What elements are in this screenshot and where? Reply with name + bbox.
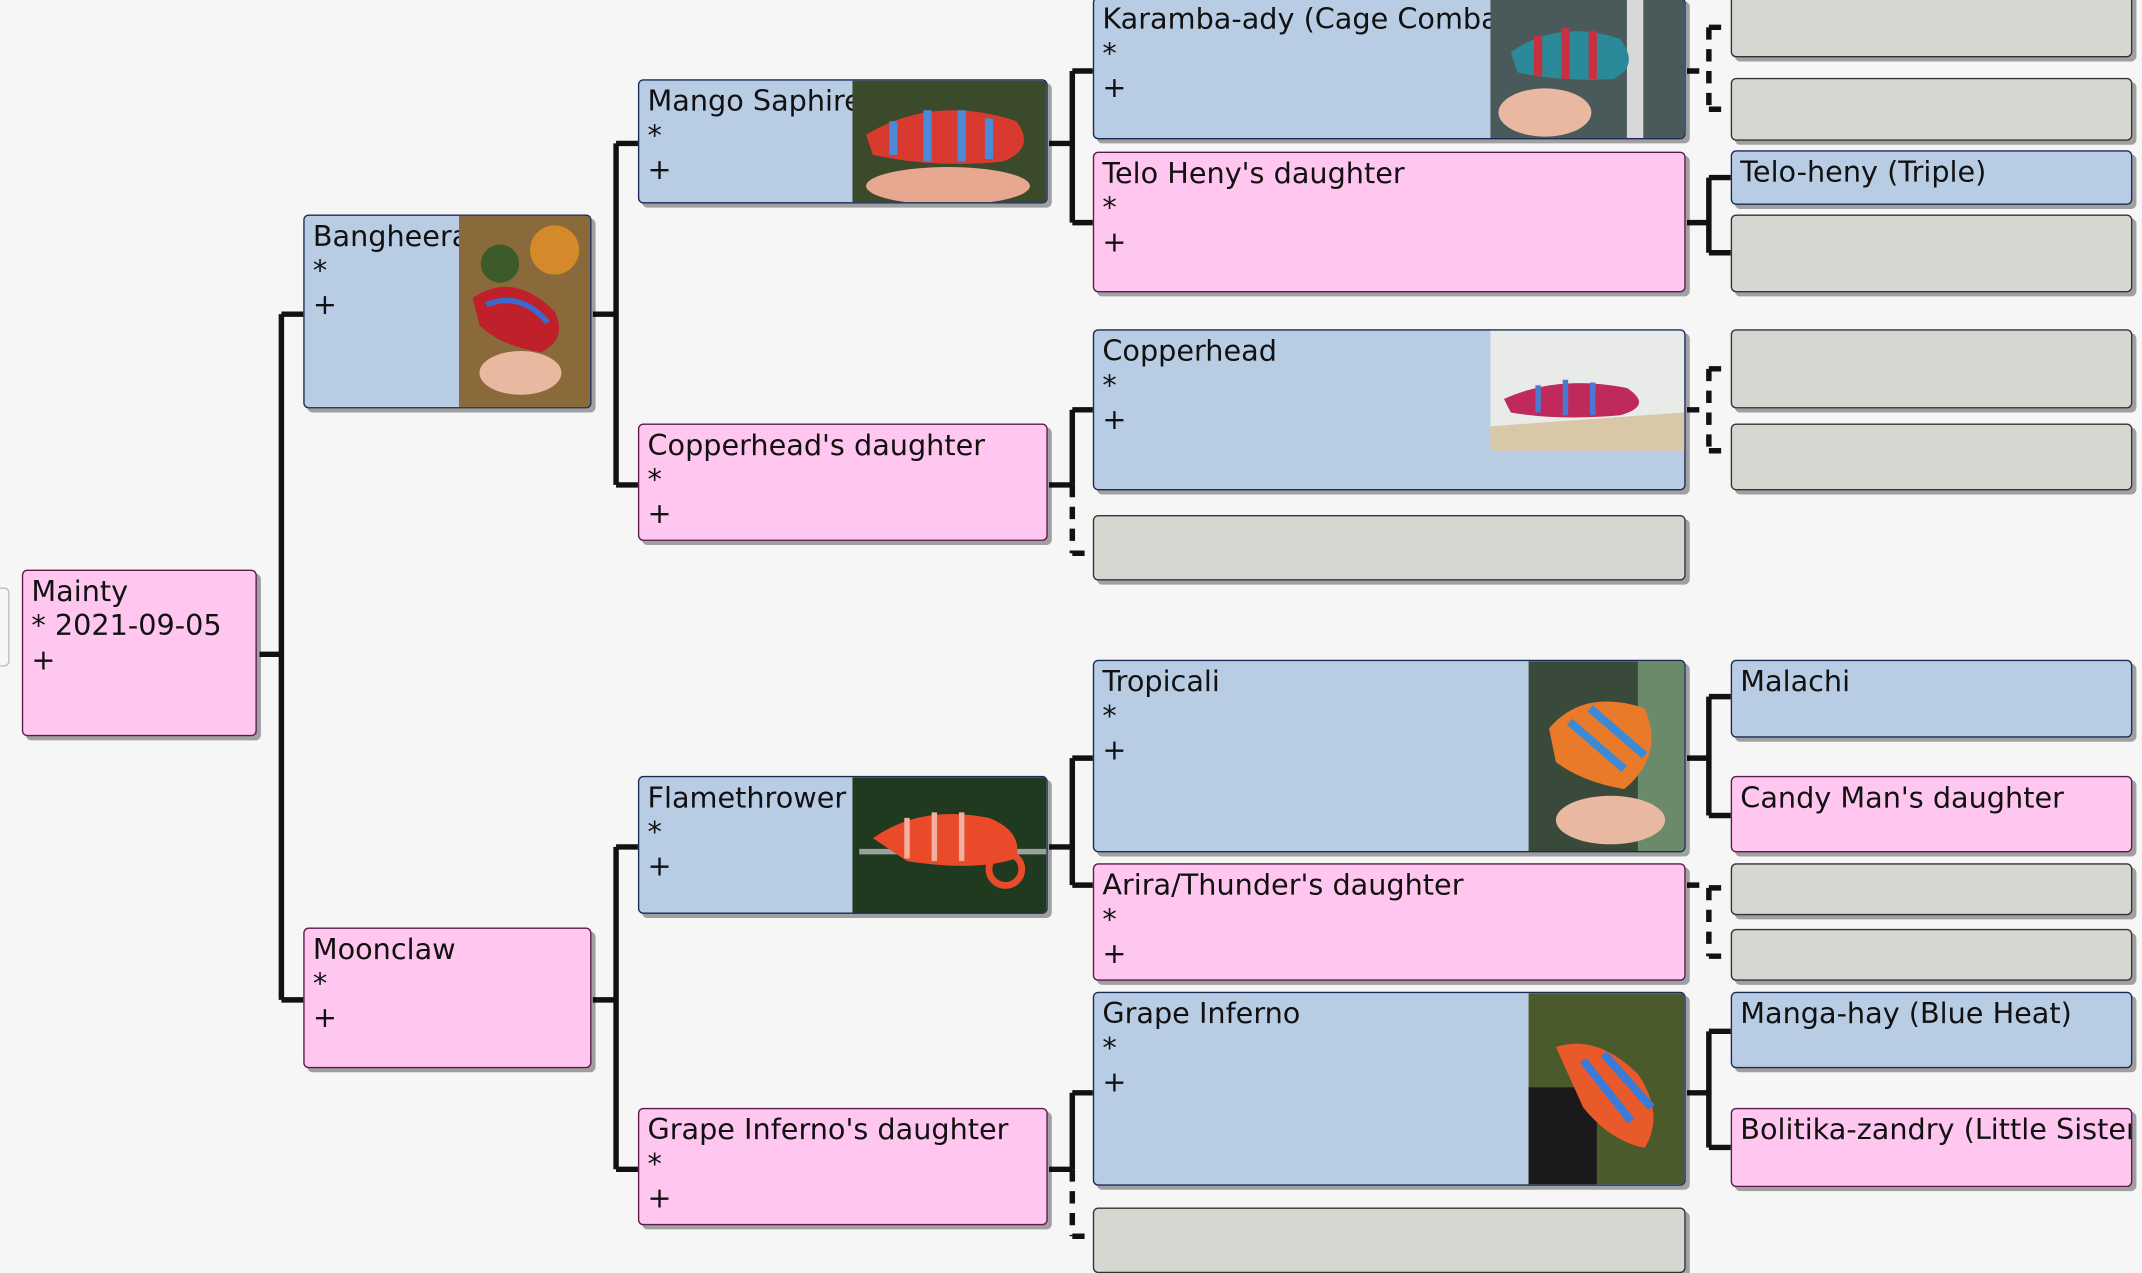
person-name: Mainty [31, 575, 129, 608]
death-date: + [1102, 402, 1127, 436]
person-card-flamethrower[interactable]: Flamethrower*+ [637, 775, 1048, 914]
birth-date: * [1102, 699, 1117, 733]
birth-date: * [1102, 902, 1117, 936]
person-name: Arira/Thunder's daughter [1102, 868, 1464, 902]
person-card-copperhead[interactable]: Copperhead*+ [1092, 329, 1686, 491]
birth-date: * [647, 1147, 662, 1181]
person-name: Mango Saphire [647, 84, 862, 118]
person-name: Telo Heny's daughter [1102, 157, 1405, 190]
chameleon-photo [1490, 330, 1685, 451]
person-name: Grape Inferno [1102, 997, 1301, 1030]
death-date: + [31, 643, 56, 677]
person-name: Candy Man's daughter [1740, 781, 2064, 815]
unknown-parent-slot[interactable] [1730, 77, 2133, 141]
person-card-telo-henys-daughter[interactable]: Telo Heny's daughter*+ [1092, 151, 1686, 293]
person-card-grape-inferno[interactable]: Grape Inferno*+ [1092, 991, 1686, 1186]
person-card-karamba-ady[interactable]: Karamba-ady (Cage Combat)*+ [1092, 0, 1686, 140]
chameleon-photo [458, 215, 591, 408]
person-name: Moonclaw [312, 932, 456, 966]
person-name: Bolitika-zandry (Little Sister) [1740, 1113, 2133, 1147]
chameleon-photo [852, 777, 1047, 913]
birth-date: * [1102, 1031, 1117, 1065]
person-name: Manga-hay (Blue Heat) [1740, 997, 2072, 1030]
person-card-bolitika-zandry[interactable]: Bolitika-zandry (Little Sister) [1730, 1107, 2133, 1188]
birth-date: * [312, 254, 328, 287]
chameleon-photo [1528, 993, 1685, 1185]
person-name: Grape Inferno's daughter [647, 1113, 1009, 1147]
death-date: + [647, 1181, 672, 1215]
unknown-parent-slot[interactable] [1730, 329, 2133, 409]
person-name: Malachi [1740, 665, 1851, 699]
death-date: + [1102, 1065, 1127, 1099]
unknown-parent-slot[interactable] [1730, 423, 2133, 491]
death-date: + [312, 288, 337, 322]
death-date: + [647, 497, 672, 531]
person-card-candy-mans-daughter[interactable]: Candy Man's daughter [1730, 775, 2133, 853]
person-card-tropicali[interactable]: Tropicali*+ [1092, 659, 1686, 853]
death-date: + [1102, 225, 1127, 259]
person-card-copperheads-daughter[interactable]: Copperhead's daughter*+ [637, 423, 1048, 541]
person-name: Tropicali [1102, 665, 1220, 699]
person-name: Copperhead [1102, 334, 1277, 368]
person-card-bangheera[interactable]: Bangheera*+ [303, 214, 592, 409]
person-card-manga-hay[interactable]: Manga-hay (Blue Heat) [1730, 991, 2133, 1069]
person-name: Karamba-ady (Cage Combat) [1102, 2, 1522, 36]
person-card-mango-saphire[interactable]: Mango Saphire*+ [637, 79, 1048, 204]
person-name: Copperhead's daughter [647, 428, 986, 462]
chameleon-photo [1490, 0, 1685, 138]
person-card-grape-infernos-daughter[interactable]: Grape Inferno's daughter*+ [637, 1107, 1048, 1226]
birth-date: * 2021-09-05 [31, 609, 222, 643]
birth-date: * [647, 118, 662, 152]
person-name: Telo-heny (Triple) [1740, 155, 1987, 189]
birth-date: * [1102, 368, 1117, 402]
birth-date: * [1102, 191, 1117, 225]
death-date: + [1102, 71, 1127, 104]
unknown-parent-slot[interactable] [1092, 514, 1686, 581]
person-name: Bangheera [312, 219, 470, 253]
birth-date: * [647, 815, 662, 849]
person-card-arira-thunders-daughter[interactable]: Arira/Thunder's daughter*+ [1092, 863, 1686, 981]
person-card-moonclaw[interactable]: Moonclaw*+ [303, 927, 592, 1069]
death-date: + [1102, 733, 1127, 767]
death-date: + [647, 152, 672, 186]
death-date: + [647, 849, 672, 883]
unknown-parent-slot[interactable] [1730, 863, 2133, 916]
unknown-parent-slot[interactable] [1730, 214, 2133, 293]
chameleon-photo [852, 80, 1047, 203]
death-date: + [1102, 937, 1127, 970]
unknown-parent-slot[interactable] [1730, 0, 2133, 58]
death-date: + [312, 1001, 337, 1035]
person-card-mainty[interactable]: Mainty* 2021-09-05+ [21, 569, 257, 737]
panel-edge-handle[interactable] [0, 587, 10, 667]
birth-date: * [647, 463, 662, 496]
person-name: Flamethrower [647, 781, 847, 815]
birth-date: * [312, 967, 328, 1000]
chameleon-photo [1528, 661, 1685, 852]
unknown-parent-slot[interactable] [1730, 928, 2133, 981]
person-card-telo-heny[interactable]: Telo-heny (Triple) [1730, 150, 2133, 205]
unknown-parent-slot[interactable] [1092, 1207, 1686, 1273]
person-card-malachi[interactable]: Malachi [1730, 659, 2133, 738]
birth-date: * [1102, 36, 1117, 70]
